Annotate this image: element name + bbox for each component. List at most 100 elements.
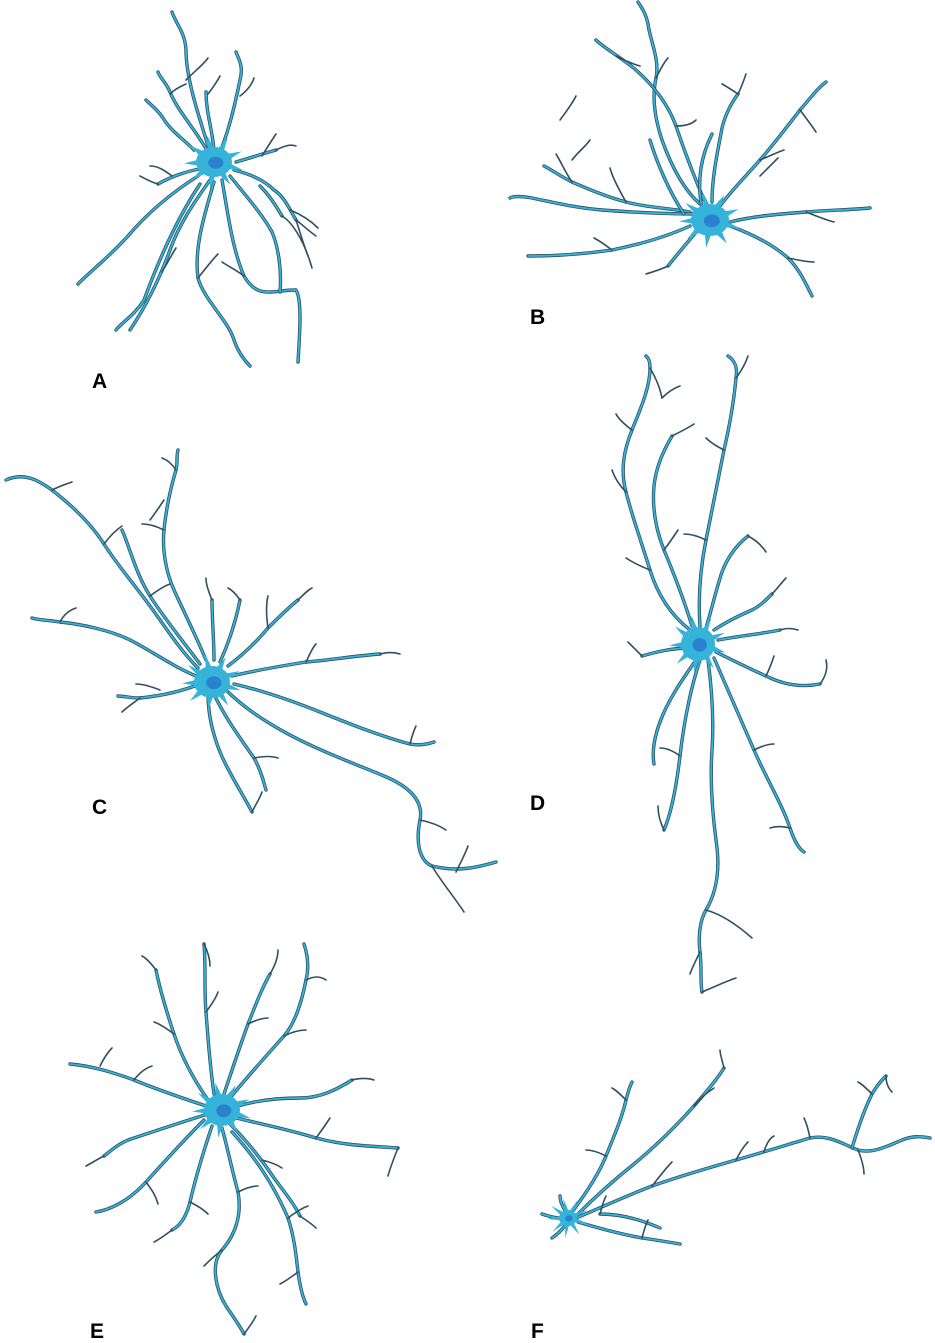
soma-e [192, 1082, 251, 1138]
dendrite-twig-outline [221, 261, 245, 277]
dendrite-twig-outline [799, 109, 817, 133]
dendrite-twig-outline [59, 607, 77, 623]
dendrite-fill [229, 943, 309, 1099]
dendrite-fill [205, 91, 215, 151]
dendrite-fill [162, 449, 207, 661]
dendrite-twig-outline [203, 1249, 223, 1267]
dendrite-twig-outline [287, 1205, 309, 1219]
dendrite-twig-outline [237, 1185, 259, 1193]
dendrite-fill [233, 683, 435, 746]
dendrite-twig-outline [735, 1141, 749, 1161]
dendrite-twig-outline [735, 355, 749, 379]
dendrite-twig-outline [149, 499, 165, 521]
dendrite-twig-outline [649, 367, 663, 399]
dendrite-fill [171, 11, 213, 159]
nucleus [565, 1215, 573, 1222]
neuron-e: E [68, 942, 400, 1343]
dendrite-fill [237, 1079, 353, 1107]
dendrite-fill [77, 175, 199, 285]
dendrite-twig-outline [161, 457, 177, 471]
dendrite-outline [120, 528, 202, 666]
dendrite-twig-outline [203, 943, 211, 967]
dendrite-outline [232, 682, 436, 747]
dendrite-twig-outline [615, 413, 633, 431]
dendrite-fill [713, 593, 773, 631]
dendrite-twig-outline [279, 1271, 299, 1285]
neuron-a: A [76, 10, 319, 393]
panel-label-f: F [531, 1320, 544, 1343]
dendrite-twig-outline [857, 1149, 865, 1175]
dendrite-twig-outline [651, 1161, 673, 1187]
dendrite-twig-outline [351, 1077, 375, 1081]
dendrite-twig-outline [197, 253, 219, 279]
dendrite-outline [714, 650, 822, 688]
nucleus [216, 1104, 232, 1118]
dendrite-twig-outline [387, 1147, 399, 1177]
dendrite-twig-outline [661, 385, 681, 399]
dendrite-fill [649, 139, 685, 215]
dendrite-twig-outline [261, 133, 277, 157]
dendrites-a [76, 10, 319, 368]
dendrite-fill [698, 355, 738, 627]
dendrite-twig-outline [139, 175, 159, 185]
dendrite-fill [221, 179, 301, 363]
dendrite-twig-outline [239, 77, 255, 97]
dendrite-twig-outline [769, 825, 791, 829]
dendrite-fill [717, 629, 781, 641]
dendrite-twig-outline [737, 73, 747, 95]
dendrite-twig-outline [135, 683, 161, 691]
dendrite-twig-outline [609, 167, 627, 203]
dendrite-twig-outline [759, 149, 785, 161]
dendrite-fill [225, 689, 497, 870]
dendrite-outline [161, 448, 208, 662]
neuron-d: D [530, 354, 828, 994]
dendrite-twig-outline [753, 743, 775, 751]
dendrite-fill [719, 81, 827, 207]
panel-label-e: E [90, 1320, 104, 1343]
dendrite-outline [102, 1112, 210, 1158]
dendrite-twig-outline [585, 1149, 607, 1157]
dendrite-twig-outline [141, 955, 157, 971]
dendrite-twig-outline [689, 951, 701, 975]
panel-label-d: D [530, 792, 545, 815]
dendrite-fill [171, 1125, 213, 1231]
dendrite-outline [224, 688, 498, 871]
dendrites-f [540, 1049, 932, 1246]
dendrite-fill [129, 179, 211, 331]
dendrite-twig-outline [787, 257, 815, 263]
dendrite-twig-outline [299, 1215, 317, 1229]
dendrite-twig-outline [253, 755, 279, 759]
dendrite-twig-outline [721, 83, 739, 95]
soma-c [182, 654, 241, 710]
dendrite-twig-outline [627, 641, 643, 657]
dendrite-twig-outline [133, 1065, 153, 1081]
nucleus [208, 156, 224, 169]
dendrite-twig-outline [675, 119, 697, 127]
dendrite-fill [31, 617, 197, 677]
dendrite-outline [526, 224, 692, 258]
dendrite-twig-outline [659, 747, 681, 757]
dendrite-twig-outline [559, 95, 577, 121]
dendrite-twig-outline [671, 423, 695, 437]
dendrite-twig-outline [885, 1075, 893, 1093]
dendrite-twig-outline [409, 725, 417, 745]
dendrite-twig-outline [379, 651, 401, 655]
dendrite-twig-outline [169, 83, 187, 95]
dendrite-twig-outline [51, 481, 73, 491]
dendrite-twig-outline [305, 976, 327, 981]
dendrite-twig-outline [121, 697, 141, 713]
dendrite-twig-outline [555, 153, 573, 183]
dendrite-twig-outline [141, 523, 165, 531]
dendrite-outline [598, 1212, 662, 1230]
dendrite-fill [571, 1081, 633, 1213]
dendrite-fill [157, 71, 211, 157]
dendrite-fill [599, 1213, 661, 1229]
dendrite-twig-outline [705, 437, 725, 451]
dendrite-fill [705, 535, 749, 629]
dendrite-twig-outline [693, 1087, 715, 1107]
dendrite-twig-outline [265, 595, 269, 629]
dendrite-fill [103, 1113, 209, 1157]
dendrite-outline [230, 1130, 308, 1306]
dendrite-twig-outline [99, 1047, 113, 1067]
dendrite-twig-outline [765, 655, 775, 677]
